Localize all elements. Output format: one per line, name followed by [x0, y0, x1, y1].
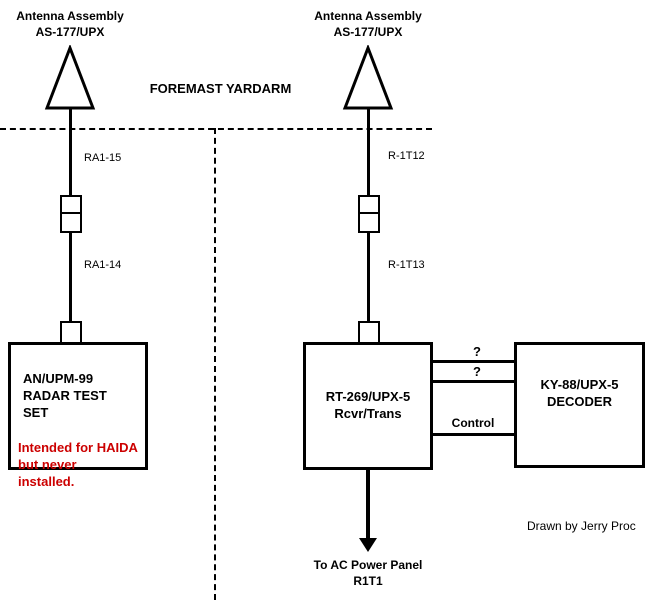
power-arrow-line [366, 470, 370, 540]
antenna-label-right: Antenna Assembly AS-177/UPX [314, 9, 422, 40]
control-label: Control [451, 416, 495, 430]
radar-test-set-title: AN/UPM-99 RADAR TEST SET [23, 371, 107, 421]
right-cable-top-label: R-1T12 [388, 150, 425, 162]
left-cable-top-label: RA1-15 [84, 152, 122, 164]
credit-label: Drawn by Jerry Proc [527, 519, 636, 533]
left-box-input-connector [60, 321, 82, 344]
center-dashed-line [214, 128, 216, 600]
transceiver-title: RT-269/UPX-5 Rcvr/Trans [325, 389, 411, 422]
rt-ky-control-line [432, 433, 514, 436]
yardarm-label: FOREMAST YARDARM [149, 81, 292, 96]
power-arrow-head [359, 538, 377, 552]
left-cable-connector [60, 195, 82, 233]
yardarm-dashed-line [0, 128, 432, 130]
radar-test-set-note: Intended for HAIDA but never installed. [18, 439, 138, 490]
radar-test-set-box: AN/UPM-99 RADAR TEST SET Intended for HA… [8, 342, 148, 489]
transceiver-box: RT-269/UPX-5 Rcvr/Trans [303, 342, 433, 470]
rt-ky-line-2 [432, 380, 514, 383]
right-cable-connector [358, 195, 380, 233]
decoder-box: KY-88/UPX-5 DECODER [514, 342, 645, 468]
question-label-1: ? [473, 344, 481, 359]
antenna-icon-left [44, 45, 96, 110]
rt-ky-line-1 [432, 360, 514, 363]
power-label: To AC Power Panel R1T1 [313, 558, 423, 589]
antenna-label-left: Antenna Assembly AS-177/UPX [16, 9, 124, 40]
left-cable-bottom-label: RA1-14 [84, 259, 122, 271]
decoder-title: KY-88/UPX-5 DECODER [540, 377, 619, 410]
question-label-2: ? [473, 364, 481, 379]
right-box-input-connector [358, 321, 380, 344]
antenna-icon-right [342, 45, 394, 110]
right-cable-bottom-label: R-1T13 [388, 259, 425, 271]
